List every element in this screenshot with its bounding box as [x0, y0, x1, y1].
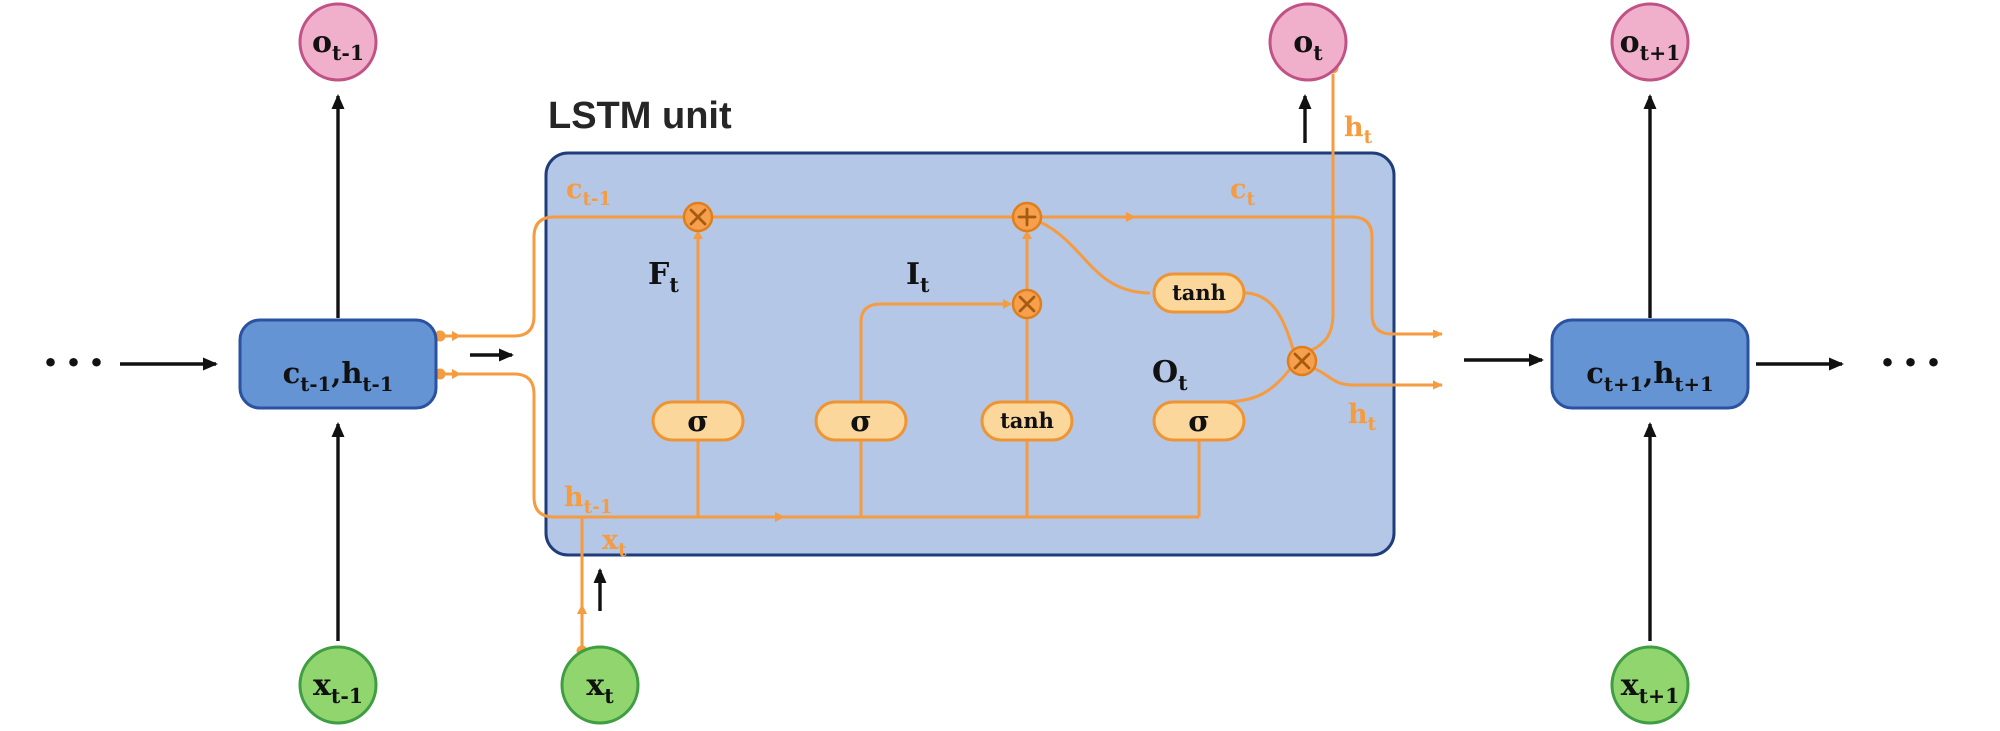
output-node-cur-label: ot	[1293, 25, 1323, 65]
input-sigma-label: σ	[850, 404, 871, 438]
input-tanh-box	[980, 400, 1074, 442]
tanh-to-output-multiply-line	[1243, 291, 1295, 350]
h-right-wire-label: ht	[1348, 399, 1377, 435]
x-cur-wire-label: xt	[602, 525, 627, 561]
c-in-arrowhead	[452, 331, 461, 341]
input-sigma-arrowhead	[1003, 299, 1012, 309]
input-node-cur	[560, 645, 640, 725]
hidden-state-line	[440, 372, 1199, 519]
gate-letter-labels: Ft It Ot	[648, 257, 1188, 395]
lstm-unit-title: LSTM unit	[548, 95, 732, 137]
output-node-next	[1610, 2, 1690, 82]
state-box-next-label: ct+1,ht+1	[1586, 356, 1714, 396]
input-node-prev	[298, 645, 378, 725]
input-sigma-out-line	[859, 302, 1003, 402]
forget-sigma-label: σ	[687, 404, 708, 438]
add-gate-arrowhead	[1022, 230, 1032, 239]
input-multiply-gate	[1011, 288, 1043, 320]
state-box-prev	[238, 318, 438, 410]
multiply-icon	[689, 208, 707, 226]
output-node-prev	[298, 2, 378, 82]
input-node-cur-label: xt	[586, 668, 614, 708]
state-box-prev-label: ct-1,ht-1	[283, 356, 394, 396]
h-prev-wire-label: ht-1	[564, 482, 613, 518]
lstm-unit-box	[544, 151, 1396, 557]
output-node-prev-label: ot-1	[312, 25, 364, 65]
output-sigma-label: σ	[1188, 404, 1209, 438]
input-tanh-label: tanh	[1000, 408, 1054, 433]
add-gate	[1011, 201, 1043, 233]
state-box-next	[1550, 318, 1750, 410]
pointwise-gates	[682, 201, 1318, 377]
plus-icon	[1017, 207, 1037, 227]
cell-state-line	[440, 215, 1443, 339]
c-line-arrowhead	[1126, 212, 1136, 222]
h-top-wire-label: ht	[1344, 112, 1373, 148]
wires	[434, 62, 1443, 657]
forget-multiply-gate	[682, 201, 714, 233]
gate-boxes: σ σ tanh σ tanh	[651, 272, 1246, 442]
forget-gate-label: Ft	[648, 257, 679, 297]
add-to-tanh-line	[1039, 220, 1151, 295]
input-sigma-box	[814, 400, 908, 442]
input-gate-label: It	[906, 257, 930, 297]
black-arrows	[120, 94, 1844, 641]
input-node-next	[1610, 645, 1690, 725]
h-right-line	[1312, 366, 1443, 390]
output-gate-label: Ot	[1152, 355, 1188, 395]
input-node-prev-label: xt-1	[313, 668, 363, 708]
forget-sigma-box	[651, 400, 745, 442]
multiply-icon	[1293, 352, 1311, 370]
h-line-arrowhead	[775, 512, 785, 522]
cell-tanh-label: tanh	[1172, 280, 1226, 305]
output-node-next-label: ot+1	[1620, 25, 1681, 65]
output-node-cur	[1268, 2, 1348, 82]
output-sigma-box	[1152, 400, 1246, 442]
h-in-arrowhead	[452, 369, 461, 379]
multiply-icon	[1018, 295, 1036, 313]
input-node-next-label: xt+1	[1621, 668, 1680, 708]
cell-tanh-box	[1152, 272, 1246, 314]
ellipsis-right: ···	[1879, 335, 1948, 389]
h-up-line	[1309, 74, 1335, 353]
ellipsis-left: ···	[42, 335, 111, 389]
forget-sigma-arrowhead	[693, 230, 703, 239]
x-line-arrowhead	[577, 604, 587, 614]
output-multiply-gate	[1286, 345, 1318, 377]
c-cur-wire-label: ct	[1230, 174, 1255, 210]
c-prev-wire-label: ct-1	[566, 174, 611, 210]
wire-labels: ct-1 ct ht-1 xt ht ht	[564, 112, 1377, 561]
